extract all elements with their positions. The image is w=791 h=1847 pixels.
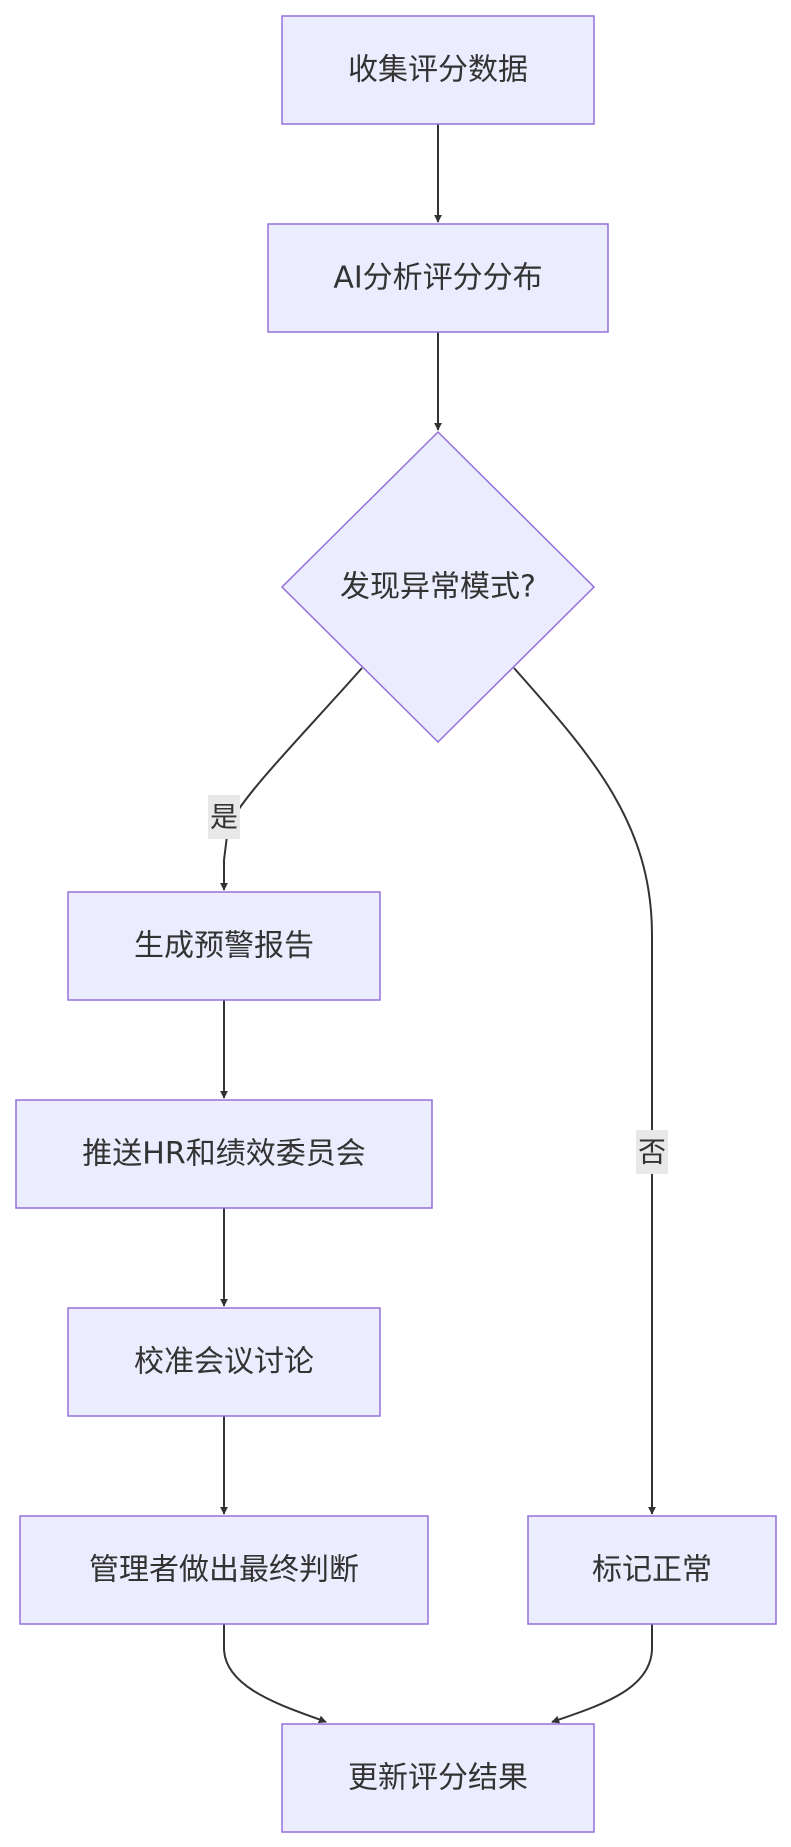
node-generate-warning-label: 生成预警报告 — [134, 929, 314, 964]
edge-label-no-text: 否 — [638, 1136, 666, 1169]
node-mark-normal: 标记正常 — [527, 1515, 777, 1625]
node-manager-judgement: 管理者做出最终判断 — [19, 1515, 429, 1625]
node-calibration-meeting: 校准会议讨论 — [67, 1307, 381, 1417]
node-update-result: 更新评分结果 — [281, 1723, 595, 1833]
node-decision-anomaly-label: 发现异常模式? — [340, 570, 536, 605]
node-push-hr-label: 推送HR和绩效委员会 — [82, 1137, 365, 1172]
node-calibration-meeting-label: 校准会议讨论 — [134, 1345, 314, 1380]
edge-label-yes-text: 是 — [210, 801, 238, 834]
node-collect-data: 收集评分数据 — [281, 15, 595, 125]
node-ai-analyze-label: AI分析评分分布 — [333, 261, 542, 296]
edge-normal-to-update — [551, 1624, 653, 1724]
node-push-hr: 推送HR和绩效委员会 — [15, 1099, 433, 1209]
edge-decision-to-warn — [220, 667, 363, 891]
edge-decision-to-normal — [513, 667, 656, 1515]
node-mark-normal-label: 标记正常 — [592, 1553, 712, 1588]
node-manager-judgement-label: 管理者做出最终判断 — [89, 1553, 359, 1588]
node-decision-anomaly: 发现异常模式? — [280, 430, 596, 744]
edge-label-yes: 是 — [208, 795, 240, 839]
node-ai-analyze: AI分析评分分布 — [267, 223, 609, 333]
node-generate-warning: 生成预警报告 — [67, 891, 381, 1001]
edge-label-no: 否 — [636, 1130, 668, 1174]
node-collect-data-label: 收集评分数据 — [348, 53, 528, 88]
node-update-result-label: 更新评分结果 — [348, 1761, 528, 1796]
edge-judge-to-update — [223, 1624, 327, 1724]
